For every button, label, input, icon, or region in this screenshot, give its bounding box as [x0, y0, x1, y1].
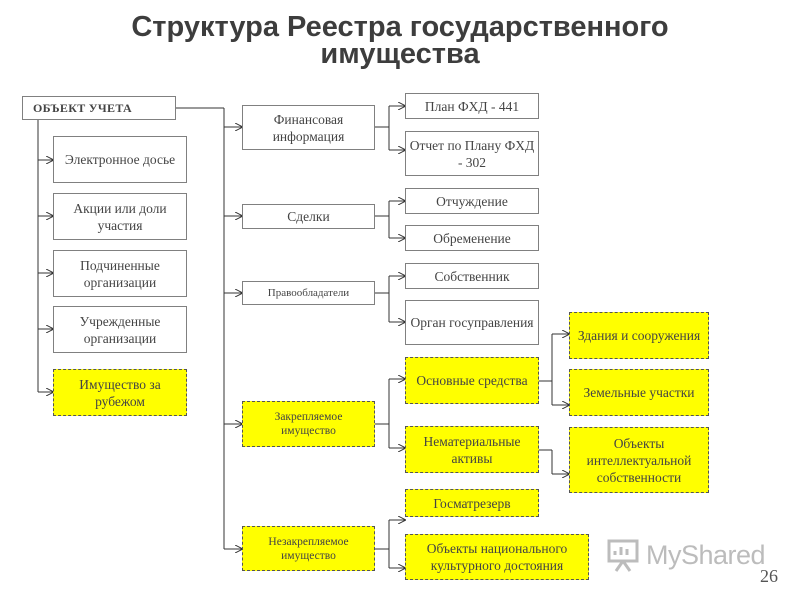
middle-item-financial: Финансовая информация [242, 105, 375, 150]
presentation-board-icon [607, 539, 639, 572]
logo-text: MyShared [646, 539, 766, 570]
unfixed-child-national-heritage: Объекты национального культурного достоя… [405, 534, 589, 580]
left-item-property-abroad: Имущество за рубежом [53, 369, 187, 416]
left-item-dossier: Электронное досье [53, 136, 187, 183]
fin-child-report: Отчет по Плану ФХД - 302 [405, 131, 539, 176]
left-item-subordinate-orgs: Подчиненные организации [53, 250, 187, 297]
fixed-child-intangible-assets: Нематериальные активы [405, 426, 539, 473]
assets-child-land: Земельные участки [569, 369, 709, 416]
middle-item-unfixed-property: Незакрепляемое имущество [242, 526, 375, 571]
holder-child-owner: Собственник [405, 263, 539, 289]
title-line-1: Структура Реестра государственного [131, 11, 669, 43]
intangible-child-ip: Объекты интеллектуальной собственности [569, 427, 709, 493]
assets-child-buildings: Здания и сооружения [569, 312, 709, 359]
title-line-2: имущества [320, 38, 480, 70]
middle-item-deals: Сделки [242, 204, 375, 229]
deal-child-encumbrance: Обременение [405, 225, 539, 251]
unfixed-child-state-reserve: Госматрезерв [405, 489, 539, 517]
watermark-logo: MyShared [606, 536, 766, 574]
deal-child-alienation: Отчуждение [405, 188, 539, 214]
left-item-shares: Акции или доли участия [53, 193, 187, 240]
fin-child-plan: План ФХД - 441 [405, 93, 539, 119]
holder-child-gov-body: Орган госуправления [405, 300, 539, 345]
page-title: Структура Реестра государственного имуще… [0, 11, 800, 70]
middle-item-rightholders: Правообладатели [242, 281, 375, 305]
root-object: ОБЪЕКТ УЧЕТА [22, 96, 176, 120]
left-item-founded-orgs: Учрежденные организации [53, 306, 187, 353]
middle-item-fixed-property: Закрепляемое имущество [242, 401, 375, 447]
fixed-child-fixed-assets: Основные средства [405, 357, 539, 404]
page-number: 26 [760, 566, 778, 586]
